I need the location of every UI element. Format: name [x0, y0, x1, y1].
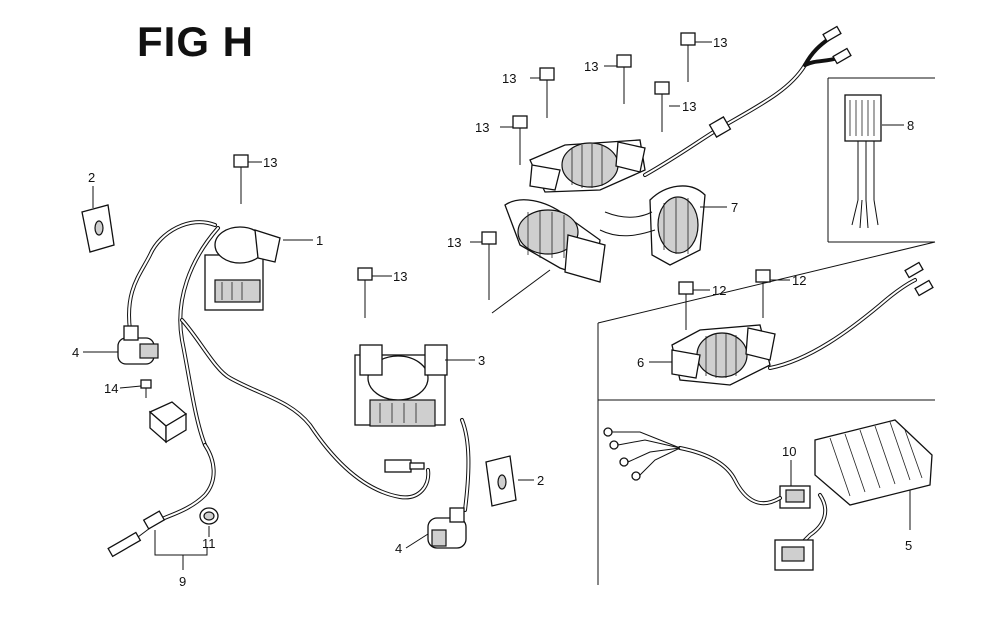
leader-lines	[83, 41, 911, 570]
callout-2: 2	[88, 170, 95, 185]
bolt-13-c	[539, 67, 555, 118]
callout-13: 13	[393, 269, 407, 284]
callout-12: 12	[792, 273, 806, 288]
bolt-13-a	[233, 154, 249, 204]
callout-3: 3	[478, 353, 485, 368]
connector-10	[779, 485, 811, 509]
plug-cap-4-lower	[427, 507, 467, 549]
callout-13: 13	[502, 71, 516, 86]
bolt-13-b	[357, 267, 373, 318]
bolt-14	[140, 379, 152, 398]
rectifier-8	[844, 94, 882, 229]
callout-8: 8	[907, 118, 914, 133]
cap-2-lower	[485, 455, 517, 507]
ignition-coil-1	[204, 226, 281, 311]
bolt-13-e	[680, 32, 696, 82]
plug-cap-4-upper	[117, 325, 159, 365]
charge-coil-upper	[529, 139, 646, 193]
relay-box	[148, 401, 188, 444]
bolt-12-b	[755, 269, 771, 318]
spark-plug-terminal	[384, 459, 425, 473]
callout-4: 4	[72, 345, 79, 360]
callout-2: 2	[537, 473, 544, 488]
callout-7: 7	[731, 200, 738, 215]
cap-2-upper	[81, 204, 115, 253]
callout-13: 13	[584, 59, 598, 74]
callout-10: 10	[782, 444, 796, 459]
bolt-12-a	[678, 281, 694, 330]
bolt-13-g	[512, 115, 528, 165]
callout-13: 13	[263, 155, 277, 170]
callout-11: 11	[202, 536, 216, 551]
callout-14: 14	[104, 381, 118, 396]
charge-coil-6	[671, 261, 934, 386]
callout-6: 6	[637, 355, 644, 370]
figure-title: FIG H	[137, 18, 254, 65]
regulator-5	[814, 419, 933, 506]
bolt-13-h	[481, 231, 497, 300]
callout-13: 13	[447, 235, 461, 250]
callout-13: 13	[713, 35, 727, 50]
callout-12: 12	[712, 283, 726, 298]
wiring-harness	[127, 220, 471, 522]
connector-9	[107, 510, 166, 558]
callout-5: 5	[905, 538, 912, 553]
callout-13: 13	[475, 120, 489, 135]
bolt-13-f	[654, 81, 670, 132]
grommet-11	[199, 507, 219, 525]
callout-13: 13	[682, 99, 696, 114]
bolt-13-d	[616, 54, 632, 104]
ignition-coil-3	[354, 344, 448, 427]
callout-9: 9	[179, 574, 186, 589]
charge-coil-leads	[643, 25, 852, 177]
charge-coil-lower	[504, 185, 706, 283]
callout-1: 1	[316, 233, 323, 248]
callout-4: 4	[395, 541, 402, 556]
callouts: 13 13 13 13 13 13 13 13 1 2 2 3 4 4 14 7…	[72, 35, 914, 589]
regulator-leads	[603, 427, 828, 571]
